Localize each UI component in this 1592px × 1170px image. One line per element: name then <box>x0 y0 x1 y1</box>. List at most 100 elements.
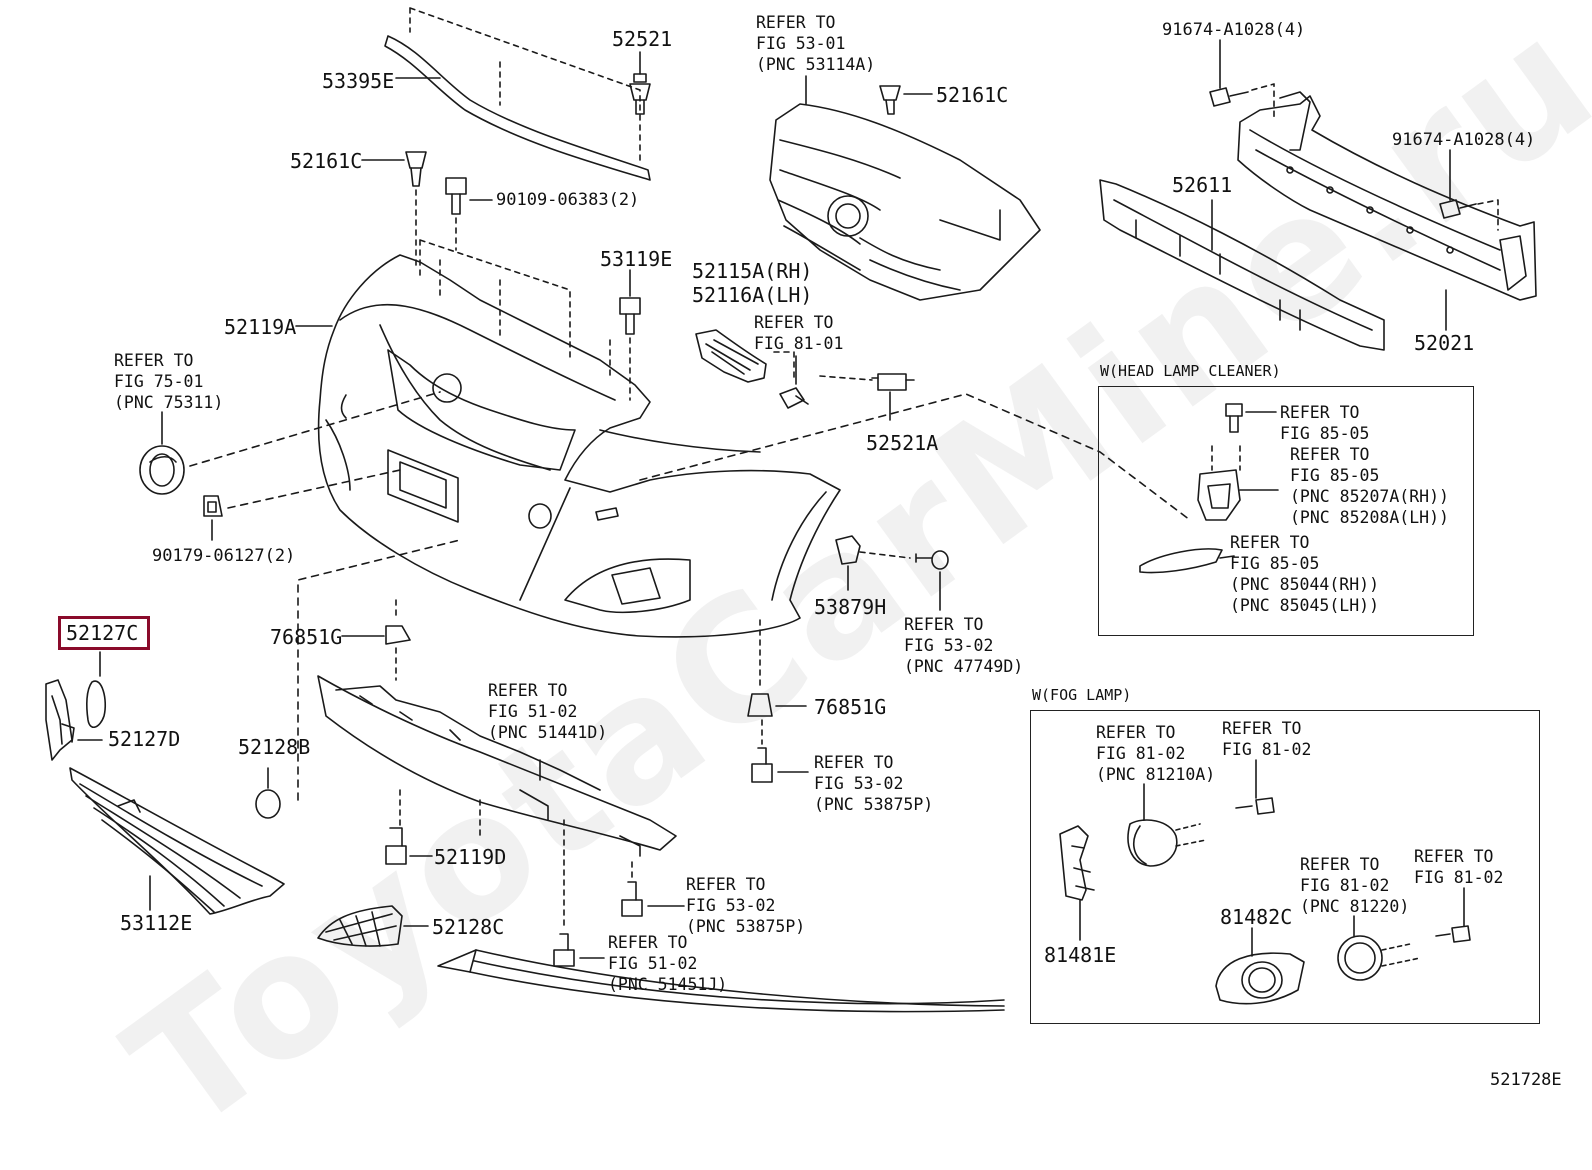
bolt-91674-top <box>1209 39 1249 107</box>
clip-76851g-right <box>747 693 807 717</box>
rivet-47749d <box>915 550 949 611</box>
bolt-53875p-upper <box>751 747 809 783</box>
refer-label: FIG 81-02 <box>1222 740 1312 759</box>
refer-label: REFER TO <box>754 313 834 332</box>
refer-label: FIG 85-05 <box>1230 554 1320 573</box>
refer-label: REFER TO <box>608 933 688 952</box>
refer-label: FIG 53-01 <box>756 34 846 53</box>
lower-absorber-51441d <box>317 675 677 857</box>
fog-lamp-81210a <box>1127 783 1207 867</box>
cover-52128c <box>317 905 429 947</box>
refer-label: REFER TO <box>1280 403 1360 422</box>
refer-label: REFER TO <box>1290 445 1370 464</box>
bolt-91674-right <box>1439 149 1477 219</box>
part-label[interactable]: 91674-A1028(4) <box>1162 20 1306 40</box>
part-label[interactable]: 52128B <box>238 735 311 759</box>
refer-label: FIG 53-02 <box>686 896 776 915</box>
refer-label: REFER TO <box>488 681 568 700</box>
clip-52521a <box>871 373 915 421</box>
hlc-bracket <box>1197 469 1279 521</box>
refer-label: (PNC 53875P) <box>814 795 934 814</box>
fog-bezel-81482c <box>1215 927 1305 1005</box>
part-label[interactable]: 52115A(RH) <box>692 259 813 283</box>
part-label[interactable]: 90109-06383(2) <box>496 190 640 210</box>
part-label[interactable]: 53879H <box>814 595 887 619</box>
part-label[interactable]: 76851G <box>270 625 343 649</box>
refer-label: REFER TO <box>1096 723 1176 742</box>
refer-label: REFER TO <box>1222 719 1302 738</box>
part-label[interactable]: 53395E <box>322 69 395 93</box>
refer-label: REFER TO <box>1414 847 1494 866</box>
refer-label: FIG 51-02 <box>608 954 698 973</box>
part-label[interactable]: 52119D <box>434 845 507 869</box>
diagram-id: 521728E <box>1490 1070 1562 1090</box>
refer-label: REFER TO <box>114 351 194 370</box>
bolt-52119d <box>385 827 433 865</box>
part-label[interactable]: 81481E <box>1044 943 1117 967</box>
part-label[interactable]: 52161C <box>290 149 363 173</box>
refer-label: (PNC 47749D) <box>904 657 1024 676</box>
refer-label: REFER TO <box>686 875 766 894</box>
refer-label: FIG 53-02 <box>814 774 904 793</box>
highlighted-part-label[interactable]: 52127C <box>66 621 139 645</box>
refer-label: FIG 85-05 <box>1290 466 1380 485</box>
bracket-52115a <box>695 329 767 383</box>
emblem-75311 <box>139 445 185 495</box>
part-label[interactable]: 91674-A1028(4) <box>1392 130 1536 150</box>
refer-label: FIG 51-02 <box>488 702 578 721</box>
part-label[interactable]: 52116A(LH) <box>692 283 813 307</box>
headlamp-cleaner-box <box>1098 386 1474 636</box>
refer-label: (PNC 75311) <box>114 393 224 412</box>
part-label[interactable]: 53119E <box>600 247 673 271</box>
refer-label: (PNC 51441D) <box>488 723 608 742</box>
part-label[interactable]: 90179-06127(2) <box>152 546 296 566</box>
bolt-51451j <box>553 933 605 967</box>
refer-label: (PNC 51451J) <box>608 975 728 994</box>
parts-diagram: ToyotaCarMine.ru <box>45 0 1592 1170</box>
clip-76851g-left <box>341 625 411 645</box>
molding-strip-53395e <box>384 35 651 181</box>
fog-bolt-2 <box>1435 887 1471 943</box>
part-label[interactable]: 53112E <box>120 911 193 935</box>
part-label[interactable]: 52128C <box>432 915 505 939</box>
refer-label: REFER TO <box>904 615 984 634</box>
absorber-52611 <box>1099 179 1385 351</box>
bolt-81-01 <box>779 387 809 409</box>
bolt-90109 <box>445 177 493 215</box>
part-label[interactable]: 52119A <box>224 315 297 339</box>
refer-label: FIG 75-01 <box>114 372 204 391</box>
fog-cover-52127c <box>86 680 107 728</box>
refer-label: FIG 81-02 <box>1300 876 1390 895</box>
refer-label: FIG 81-02 <box>1414 868 1504 887</box>
headlamp-cleaner-caption: W(HEAD LAMP CLEANER) <box>1100 362 1281 380</box>
part-label[interactable]: 76851G <box>814 695 887 719</box>
fog-bolt-1 <box>1235 759 1275 815</box>
clip-52161c-right <box>879 85 933 115</box>
part-label[interactable]: 52161C <box>936 83 1009 107</box>
reinforcement-52021 <box>1237 91 1537 331</box>
refer-label: (PNC 85045(LH)) <box>1230 596 1380 615</box>
refer-label: (PNC 81220) <box>1300 897 1410 916</box>
refer-label: FIG 81-01 <box>754 334 844 353</box>
refer-label: REFER TO <box>1230 533 1310 552</box>
bracket-53879h <box>835 535 911 591</box>
refer-label: (PNC 85044(RH)) <box>1230 575 1380 594</box>
part-label[interactable]: 52611 <box>1172 173 1233 197</box>
direction-arrow <box>437 949 1005 1013</box>
part-label[interactable]: 52521A <box>866 431 939 455</box>
hlc-bolt <box>1225 403 1277 433</box>
grille-53112e <box>69 767 285 915</box>
fog-lamp-caption: W(FOG LAMP) <box>1032 686 1132 704</box>
refer-label: FIG 85-05 <box>1280 424 1370 443</box>
clip-52521 <box>629 51 651 115</box>
bumper-cover-52119a <box>317 254 841 638</box>
garnish-52127d <box>45 679 75 761</box>
part-label[interactable]: 52021 <box>1414 331 1475 355</box>
part-label[interactable]: 52127D <box>108 727 181 751</box>
refer-label: (PNC 85208A(LH)) <box>1290 508 1449 527</box>
part-label[interactable]: 52521 <box>612 27 673 51</box>
fog-bracket-81481e <box>1059 825 1095 941</box>
part-label[interactable]: 81482C <box>1220 905 1293 929</box>
highlight-frame <box>58 616 150 650</box>
refer-label: REFER TO <box>756 13 836 32</box>
